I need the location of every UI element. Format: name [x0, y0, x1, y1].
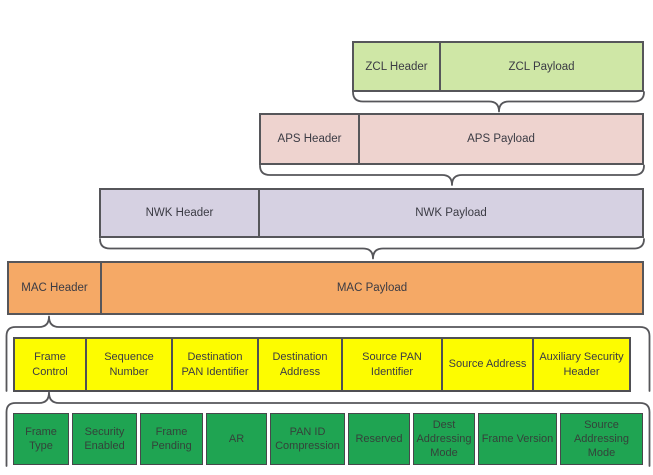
mac-payload-box: MAC Payload [100, 261, 644, 315]
aps-header-box: APS Header [259, 113, 360, 165]
field-source-pan-identifier: Source PAN Identifier [341, 337, 443, 392]
field-destination-address: Destination Address [257, 337, 343, 392]
brace-nwk-to-mac-payload [99, 238, 645, 260]
bit-ar: AR [206, 413, 267, 465]
bit-pan-id-compression: PAN ID Compression [270, 413, 345, 465]
mac-header-fields-row: Frame Control Sequence Number Destinatio… [13, 337, 643, 392]
bit-frame-type: Frame Type [13, 413, 69, 465]
zcl-header-box: ZCL Header [352, 41, 441, 92]
bit-reserved: Reserved [348, 413, 410, 465]
bit-frame-pending: Frame Pending [140, 413, 203, 465]
aps-payload-box: APS Payload [358, 113, 644, 165]
field-auxiliary-security-header: Auxiliary Security Header [532, 337, 631, 392]
bit-security-enabled: Security Enabled [72, 413, 137, 465]
bit-dest-addressing-mode: Dest Addressing Mode [413, 413, 475, 465]
field-destination-pan-identifier: Destination PAN Identifier [171, 337, 259, 392]
mac-layer-row: MAC Header MAC Payload [7, 261, 644, 315]
brace-zcl-to-aps-payload [352, 91, 645, 113]
frame-control-bits-row: Frame Type Security Enabled Frame Pendin… [13, 413, 643, 465]
aps-layer-row: APS Header APS Payload [259, 113, 644, 165]
zcl-layer-row: ZCL Header ZCL Payload [352, 41, 644, 92]
brace-aps-to-nwk-payload [259, 164, 645, 186]
field-sequence-number: Sequence Number [85, 337, 173, 392]
zcl-payload-box: ZCL Payload [439, 41, 644, 92]
mac-header-box: MAC Header [7, 261, 102, 315]
bit-frame-version: Frame Version [478, 413, 557, 465]
nwk-payload-box: NWK Payload [258, 188, 644, 238]
nwk-header-box: NWK Header [99, 188, 260, 238]
field-frame-control: Frame Control [13, 337, 87, 392]
nwk-layer-row: NWK Header NWK Payload [99, 188, 644, 238]
bit-source-addressing-mode: Source Addressing Mode [560, 413, 643, 465]
field-source-address: Source Address [441, 337, 534, 392]
